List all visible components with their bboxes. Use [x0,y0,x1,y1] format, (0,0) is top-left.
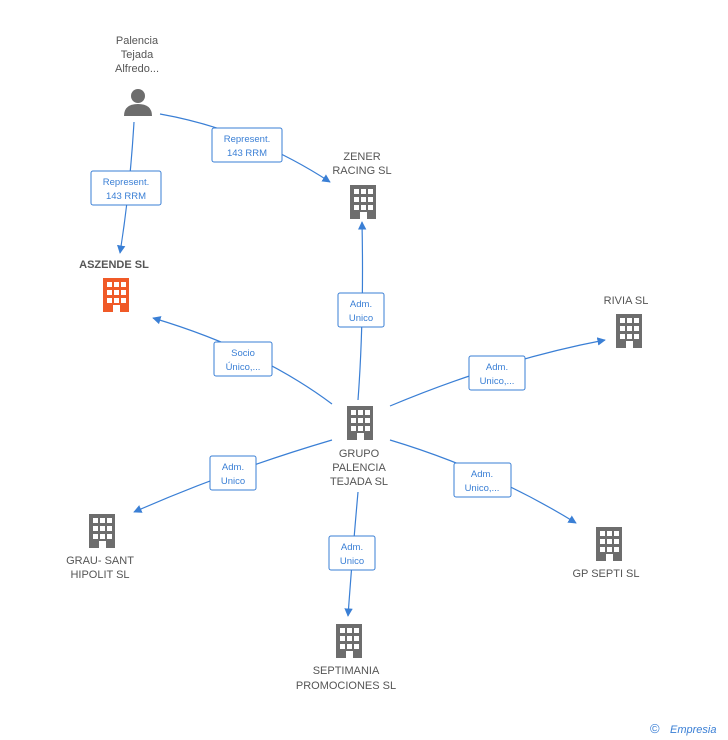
node-label-line2: Tejada [121,49,154,61]
node-label-line2: PALENCIA [332,462,386,474]
edge-label-line2: 143 RRM [227,148,267,159]
node-label-line2: RACING SL [332,165,391,177]
node-label-line1: GP SEPTI SL [572,568,639,580]
building-icon [350,185,376,219]
building-icon [103,278,129,312]
node-septimania[interactable]: SEPTIMANIA PROMOCIONES SL [296,624,396,692]
footer-brand: © Empresia [650,721,716,736]
edge-label-line1: Socio [231,348,255,359]
edge-label-line2: Unico [349,313,373,324]
edge-label-line2: Unico [221,476,245,487]
node-palencia[interactable]: Palencia Tejada Alfredo... [115,35,159,116]
node-label-line1: Palencia [116,35,159,47]
edge-label-line1: Adm. [471,469,493,480]
node-grupo[interactable]: GRUPO PALENCIA TEJADA SL [330,406,388,488]
edge-label-line1: Adm. [341,542,363,553]
edge-label-line1: Represent. [103,177,149,188]
edge-grupo-septimania: Adm. Unico [328,491,376,617]
edge-grupo-gpsepti: Adm. Unico,... [389,439,577,524]
person-icon [124,89,152,116]
copyright-icon: © [650,721,660,736]
node-label-line2: HIPOLIT SL [70,569,129,581]
edge-label-line2: Unico,... [480,376,515,387]
edge-label-line1: Adm. [486,362,508,373]
building-icon [336,624,362,658]
node-zener[interactable]: ZENER RACING SL [332,151,392,219]
node-label-line1: RIVIA SL [604,295,649,307]
node-aszende[interactable]: ASZENDE SL [79,259,149,312]
node-label-line1: ZENER [343,151,380,163]
node-label-line1: ASZENDE SL [79,259,149,271]
edge-palencia-zener: Represent. 143 RRM [159,113,331,183]
building-icon [596,527,622,561]
building-icon [616,314,642,348]
building-icon [89,514,115,548]
edge-label-line2: Unico,... [465,483,500,494]
edge-label-line2: Unico [340,556,364,567]
building-icon [347,406,373,440]
node-gp-septi[interactable]: GP SEPTI SL [572,527,640,580]
node-label-line1: GRAU- SANT [66,555,134,567]
node-grau[interactable]: GRAU- SANT HIPOLIT SL [66,514,134,581]
node-label-line2: PROMOCIONES SL [296,680,396,692]
edge-palencia-aszende: Represent. 143 RRM [90,121,162,254]
edge-label-line2: Único,... [226,362,261,373]
node-label-line1: GRUPO [339,448,380,460]
edge-label-line2: 143 RRM [106,191,146,202]
edge-label-line1: Represent. [224,134,270,145]
node-label-line1: SEPTIMANIA [313,665,380,677]
node-label-line3: Alfredo... [115,63,159,75]
node-rivia[interactable]: RIVIA SL [604,295,649,348]
edge-label-line1: Adm. [350,299,372,310]
edge-label-line1: Adm. [222,462,244,473]
edge-grupo-zener: Adm. Unico [337,221,385,401]
node-label-line3: TEJADA SL [330,476,388,488]
edge-grupo-rivia: Adm. Unico,... [389,337,606,407]
brand-logo: Empresia [670,724,716,736]
edge-grupo-aszende: Socio Único,... [152,316,333,405]
edge-grupo-grau: Adm. Unico [133,439,333,513]
